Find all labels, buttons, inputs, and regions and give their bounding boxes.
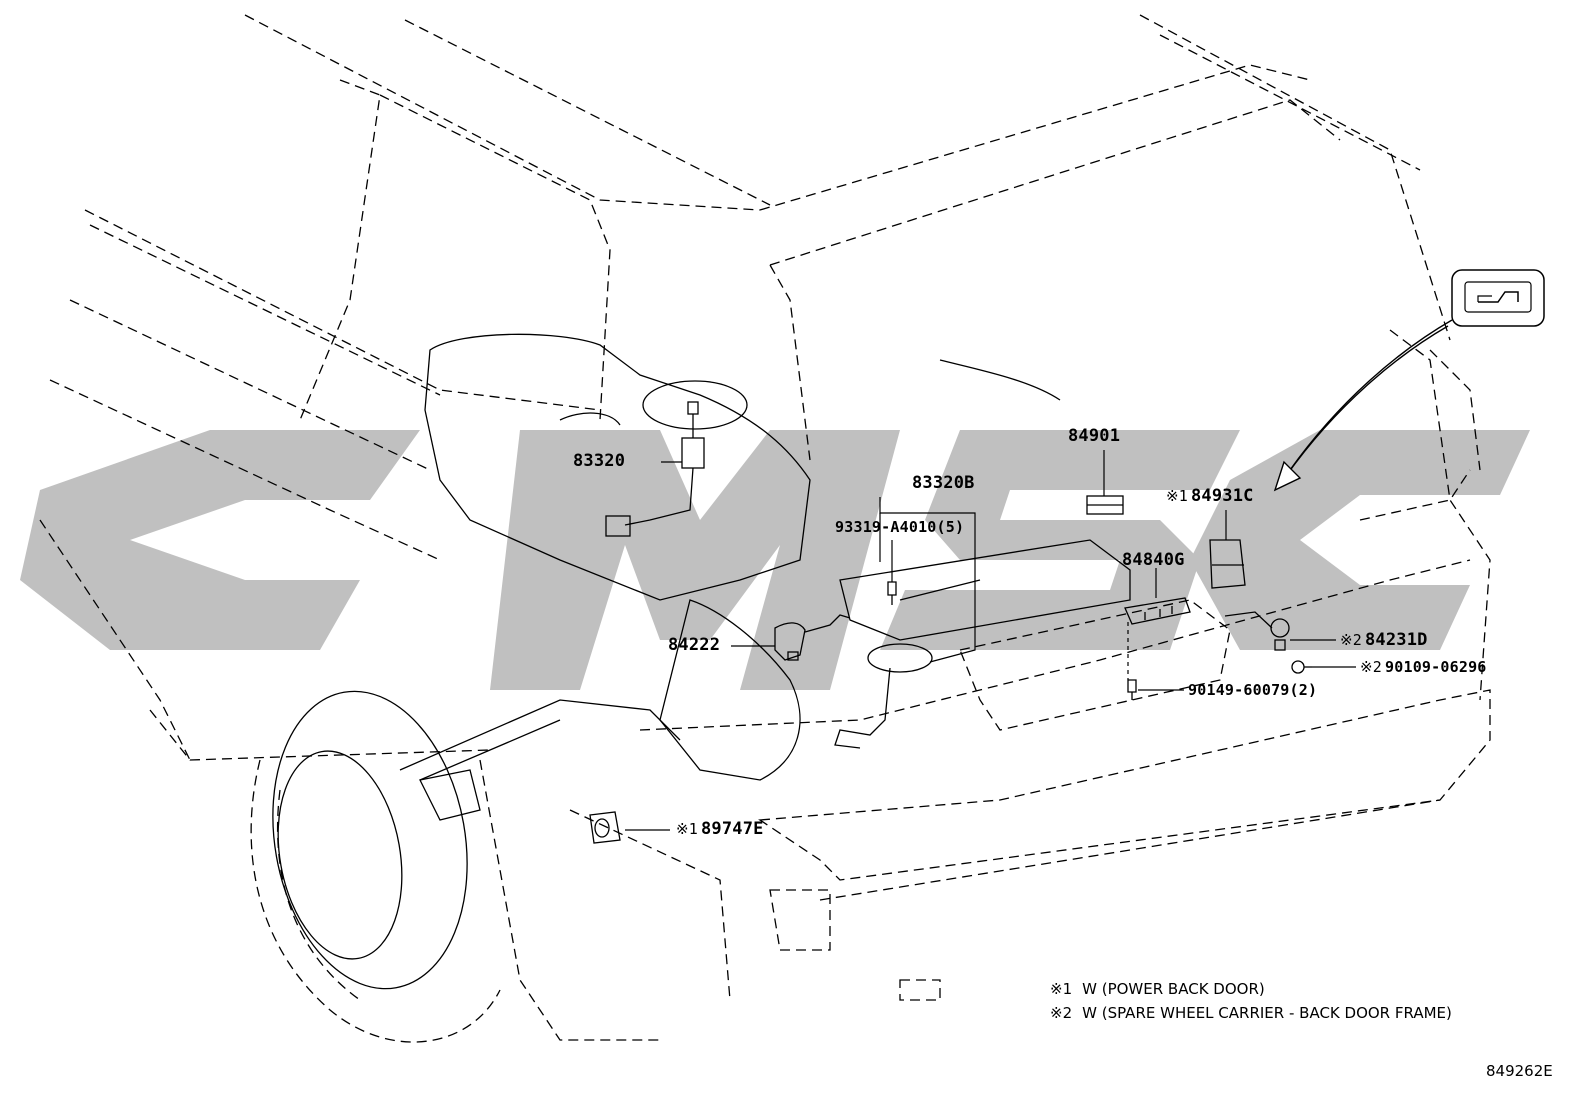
part-93319-clip <box>887 581 897 605</box>
part-83320-fuel-sender <box>605 401 705 537</box>
part-84901-switch <box>1086 495 1124 515</box>
spare-wheel-outer <box>250 759 501 1043</box>
side-sill-line <box>49 379 441 561</box>
roof-line-2 <box>404 19 771 206</box>
part-84931c-switch <box>1209 539 1246 589</box>
label-93319-a4010: 93319-A4010(5) <box>835 518 965 536</box>
label-90149-60079: 90149-60079(2) <box>1188 681 1318 699</box>
exhaust-pipe-2 <box>419 719 561 781</box>
part-84840g-switch <box>1124 597 1191 625</box>
part-84222-switch <box>774 614 851 661</box>
roof-rail-right-2 <box>1159 34 1421 171</box>
rear-bumper <box>758 689 1491 881</box>
back-door-inner-line <box>939 359 1061 401</box>
license-plate-recess <box>959 599 1231 731</box>
label-84901: 84901 <box>1068 426 1121 446</box>
exhaust-pipe <box>399 699 681 771</box>
bumper-reflector <box>769 889 831 951</box>
spare-wheel-hub <box>277 750 403 960</box>
back-door-lower-line <box>639 559 1471 731</box>
side-lower-line <box>69 299 431 471</box>
label-84222: 84222 <box>668 635 721 655</box>
rocker-panel <box>149 709 491 761</box>
wheel-carrier-hinge <box>419 769 481 821</box>
side-character-line <box>84 209 601 411</box>
spare-wheel-inner <box>277 789 361 1001</box>
tank-filler <box>559 412 621 426</box>
tail-lamp-top <box>1429 349 1481 471</box>
tail-lamp-edge <box>1359 469 1471 521</box>
roof-rail-right <box>1139 14 1451 341</box>
illustration-number: 849262E <box>1486 1062 1553 1080</box>
watermark-letter-c-right <box>1190 430 1530 650</box>
part-90109-bolt <box>1291 660 1312 674</box>
mud-guard <box>479 759 660 1041</box>
rear-fender-edge <box>39 519 191 761</box>
part-90149-screw <box>1127 679 1137 700</box>
label-83320: 83320 <box>573 451 626 471</box>
quarter-glass <box>379 94 611 421</box>
part-84231d-switch <box>1224 611 1290 651</box>
bumper-corner <box>569 809 731 1001</box>
back-door-left-edge <box>769 264 811 461</box>
side-character-line-2 <box>89 224 441 396</box>
rear-axle-housing <box>839 539 1131 641</box>
c-pillar <box>299 79 381 421</box>
leader-83320b-bracket <box>879 497 976 663</box>
watermark-letter-m <box>490 430 900 690</box>
back-door-glass-top <box>769 99 1341 266</box>
roof-line-1 <box>244 14 761 211</box>
part-83320b-sender <box>834 643 933 749</box>
spare-wheel-rim <box>272 690 468 990</box>
roof-line-rear <box>759 64 1311 211</box>
fuel-tank <box>424 333 811 601</box>
label-83320b: 83320B <box>912 473 975 493</box>
watermark-letter-c-left <box>20 430 420 650</box>
pointer-arrowhead <box>1273 460 1302 492</box>
muffler <box>659 599 801 781</box>
part-89747e-sensor <box>589 811 621 844</box>
watermark-letter-s <box>880 430 1240 650</box>
axle-detail <box>899 579 981 601</box>
fuel-pump-flange <box>642 380 748 430</box>
bumper-lower-line <box>819 799 1441 901</box>
label-84840g: 84840G <box>1122 550 1185 570</box>
back-door-right-edge <box>1389 329 1491 701</box>
